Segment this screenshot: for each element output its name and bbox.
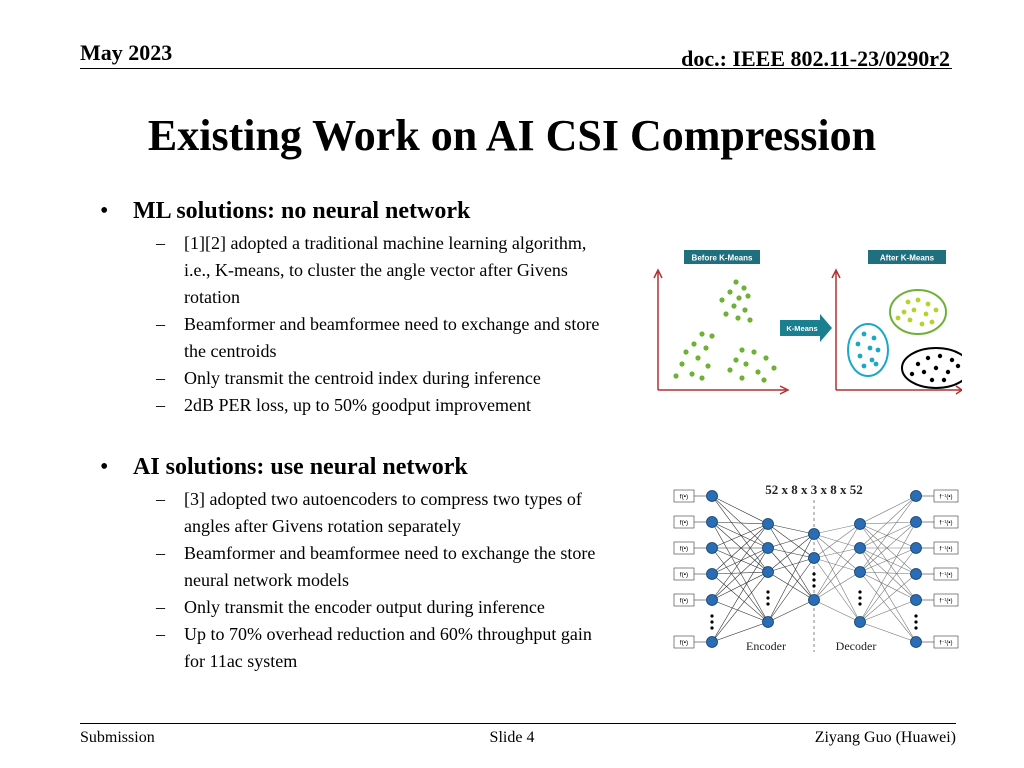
section-ai-item-text: Only transmit the encoder output during … [184,597,545,617]
dash-marker: – [156,624,165,644]
after-kmeans-label-bg [868,250,946,264]
output-fn-label: f⁻¹(•) [940,521,953,527]
output-fn-label: f⁻¹(•) [940,641,953,647]
dims-label: 52 x 8 x 3 x 8 x 52 [765,482,863,497]
output-fn-label: f⁻¹(•) [940,495,953,501]
input-fn-label: f(•) [680,520,688,527]
input-function-boxes [673,489,695,649]
kmeans-arrow-label: K-Means [786,324,817,333]
section-ai-item: – Beamformer and beamformee need to exch… [100,540,614,594]
input-fn-label: f(•) [680,572,688,579]
output-fn-label: f⁻¹(•) [940,599,953,605]
dash-marker: – [156,368,165,388]
footer-submission: Submission [80,729,155,746]
section-ml-heading-text: ML solutions: no neural network [133,198,471,224]
network-edges [711,495,815,643]
dash-marker: – [156,543,165,563]
cluster-black [901,347,962,389]
after-kmeans-label: After K-Means [880,254,935,263]
before-kmeans-label-bg [684,250,760,264]
after-points-black [909,353,961,383]
ellipsis-dots [710,572,918,630]
section-ai-heading-text: AI solutions: use neural network [133,454,468,480]
section-ml-item: – Only transmit the centroid index durin… [100,365,614,392]
before-kmeans-label: Before K-Means [692,254,753,263]
input-fn-label: f(•) [680,494,688,501]
output-fn-label: f⁻¹(•) [940,573,953,579]
decoder-label: Decoder [836,639,877,653]
output-arrows [922,495,934,643]
section-ai-item-text: [3] adopted two autoencoders to compress… [184,489,582,536]
before-axes [653,268,790,395]
section-ai-heading: • AI solutions: use neural network [100,452,620,482]
footer-author: Ziyang Guo (Huawei) [814,729,956,746]
section-ai-item: – Up to 70% overhead reduction and 60% t… [100,621,614,675]
section-ml-item: – Beamformer and beamformee need to exch… [100,311,614,365]
footer-slide-number: Slide 4 [489,729,535,746]
kmeans-figure: Before K-Means After K-Means K-Means [653,250,962,395]
dash-marker: – [156,314,165,334]
input-arrows [694,495,706,643]
network-nodes [706,490,922,648]
section-ai-item-text: Beamformer and beamformee need to exchan… [184,543,596,590]
section-ml-item-text: Only transmit the centroid index during … [184,368,541,388]
after-points-yellow-green [895,297,939,327]
slide-title: Existing Work on AI CSI Compression [147,111,877,160]
section-ml-item: – 2dB PER loss, up to 50% goodput improv… [100,392,614,419]
section-ml-item-text: 2dB PER loss, up to 50% goodput improvem… [184,395,532,415]
output-fn-label: f⁻¹(•) [940,547,953,553]
header-date: May 2023 [80,40,173,65]
input-function-labels: f(•) f(•) f(•) f(•) f(•) f(•) [680,494,688,647]
cluster-yellow-green [889,289,947,335]
after-points-cyan [855,331,881,369]
section-ai: • AI solutions: use neural network – [3]… [100,452,620,675]
input-fn-label: f(•) [680,598,688,605]
section-ai-item: – [3] adopted two autoencoders to compre… [100,486,614,540]
header-doc-id: doc.: IEEE 802.11-23/0290r2 [681,46,950,71]
kmeans-arrow: K-Means [780,314,832,342]
dash-marker: – [156,489,165,509]
dash-marker: – [156,233,165,253]
autoencoder-figure: f(•) f(•) f(•) f(•) f(•) f(•) f⁻¹(•) f⁻¹… [673,482,959,653]
section-ml-item-text: Beamformer and beamformee need to exchan… [184,314,600,361]
dash-marker: – [156,597,165,617]
section-ml-heading: • ML solutions: no neural network [100,196,620,226]
decoder-edges [813,495,917,643]
section-ai-item: – Only transmit the encoder output durin… [100,594,614,621]
output-function-labels: f⁻¹(•) f⁻¹(•) f⁻¹(•) f⁻¹(•) f⁻¹(•) f⁻¹(•… [940,495,953,647]
before-points [673,279,777,383]
section-ml-item: – [1][2] adopted a traditional machine l… [100,230,614,311]
bullet-marker: • [100,454,109,480]
dash-marker: – [156,395,165,415]
encoder-label: Encoder [746,639,786,653]
section-ml: • ML solutions: no neural network – [1][… [100,196,620,419]
input-fn-label: f(•) [680,546,688,553]
after-axes [831,268,962,395]
header-rule [80,68,952,69]
footer-rule [80,723,956,724]
section-ml-item-text: [1][2] adopted a traditional machine lea… [184,233,587,307]
section-ai-item-text: Up to 70% overhead reduction and 60% thr… [184,624,592,671]
input-fn-label: f(•) [680,640,688,647]
output-function-boxes [933,489,959,649]
bullet-marker: • [100,198,109,224]
cluster-cyan [847,323,889,377]
